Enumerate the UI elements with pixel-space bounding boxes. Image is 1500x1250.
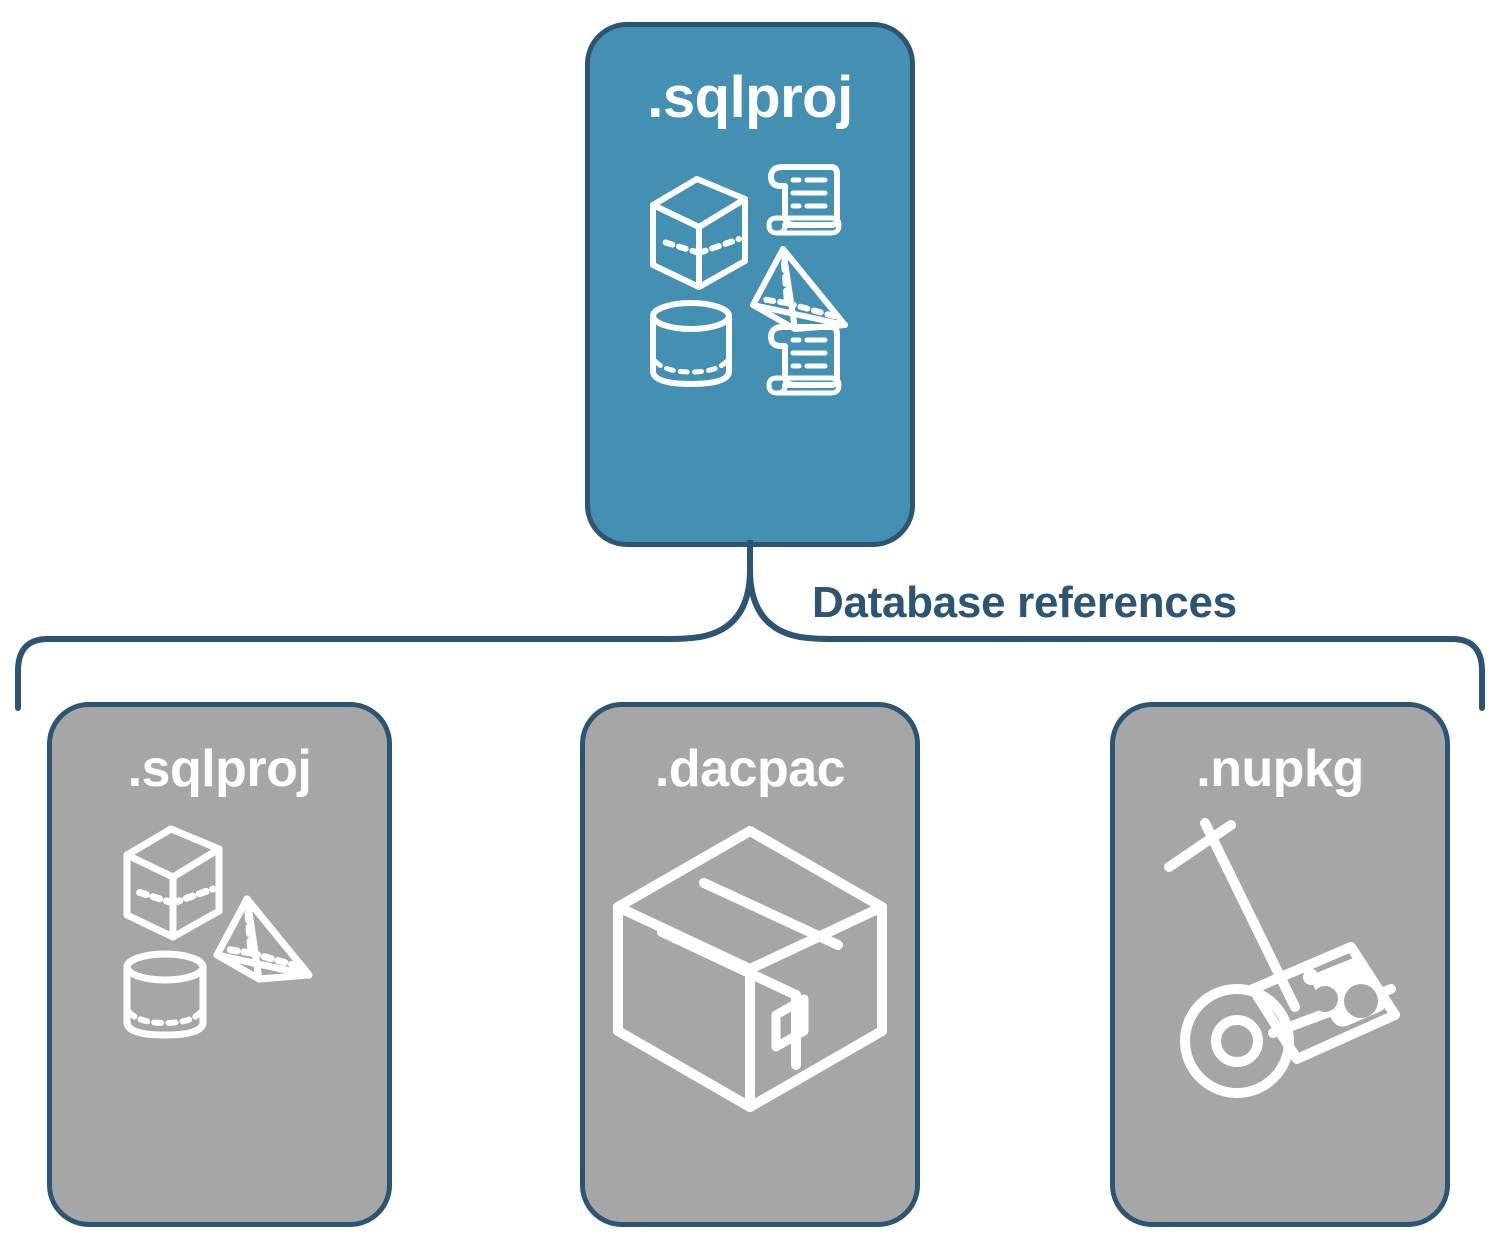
nupkg-icon-group [1145,818,1415,1099]
database-references-label: Database references [812,578,1237,627]
cylinder-wireframe-icon [650,300,732,387]
cube-wireframe-icon [650,176,748,290]
root-project-card[interactable]: .sqlproj [585,22,915,547]
root-card-icon-group [635,153,865,413]
reference-card-label: .sqlproj [127,740,312,798]
cylinder-wireframe-icon [123,950,206,1039]
hand-truck-package-icon [1164,818,1400,1098]
reference-card-label: .dacpac [654,740,846,798]
database-references-brace [15,540,1485,711]
pyramid-wireframe-icon [750,246,848,332]
scroll-script-icon [766,324,842,396]
sqlproj-icon-group [105,819,335,1049]
reference-card-sqlproj[interactable]: .sqlproj [47,702,392,1227]
root-card-label: .sqlproj [647,65,853,130]
shipping-box-icon [613,826,887,1112]
reference-card-nupkg[interactable]: .nupkg [1110,702,1450,1227]
cube-wireframe-icon [123,825,222,941]
dacpac-icon-group [600,819,900,1119]
pyramid-wireframe-icon [213,895,312,983]
reference-card-label: .nupkg [1196,740,1364,798]
reference-card-dacpac[interactable]: .dacpac [580,702,920,1227]
scroll-script-icon [766,164,842,236]
